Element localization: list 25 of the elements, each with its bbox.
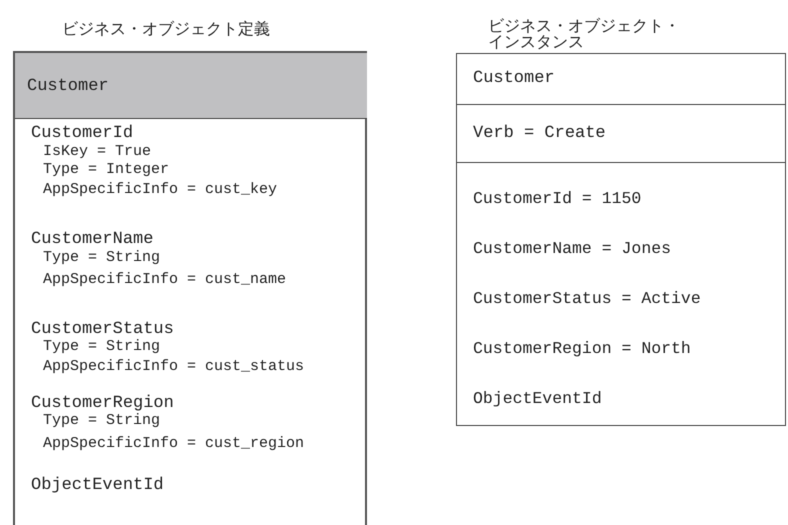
attribute-text: CustomerRegion = North [473,341,691,358]
attribute-text: CustomerName [31,231,154,248]
property-text: Type = Integer [43,162,170,177]
box-heading: ビジネス・オブジェクト・インスタンス [488,18,681,50]
property-text: Type = String [43,339,160,354]
attribute-text: CustomerStatus [31,321,174,338]
attribute-text: CustomerId = 1150 [473,191,642,208]
property-text: AppSpecificInfo = cust_key [43,182,278,197]
section-text: Customer [473,70,555,87]
section-text: Verb = Create [473,125,606,142]
attribute-text: CustomerName = Jones [473,241,672,258]
property-text: AppSpecificInfo = cust_status [43,359,304,374]
attribute-text: CustomerStatus = Active [473,291,701,308]
attribute-text: ObjectEventId [31,477,164,494]
property-text: Type = String [43,250,160,265]
attribute-text: CustomerId [31,125,134,142]
property-text: IsKey = True [43,144,152,159]
section-text: Customer [27,78,109,95]
property-text: AppSpecificInfo = cust_name [43,272,286,287]
attribute-text: CustomerRegion [31,395,174,412]
header-section [15,53,367,119]
property-text: AppSpecificInfo = cust_region [43,436,304,451]
property-text: Type = String [43,413,160,428]
box-heading: ビジネス・オブジェクト定義 [62,21,271,37]
attribute-text: ObjectEventId [473,391,602,408]
